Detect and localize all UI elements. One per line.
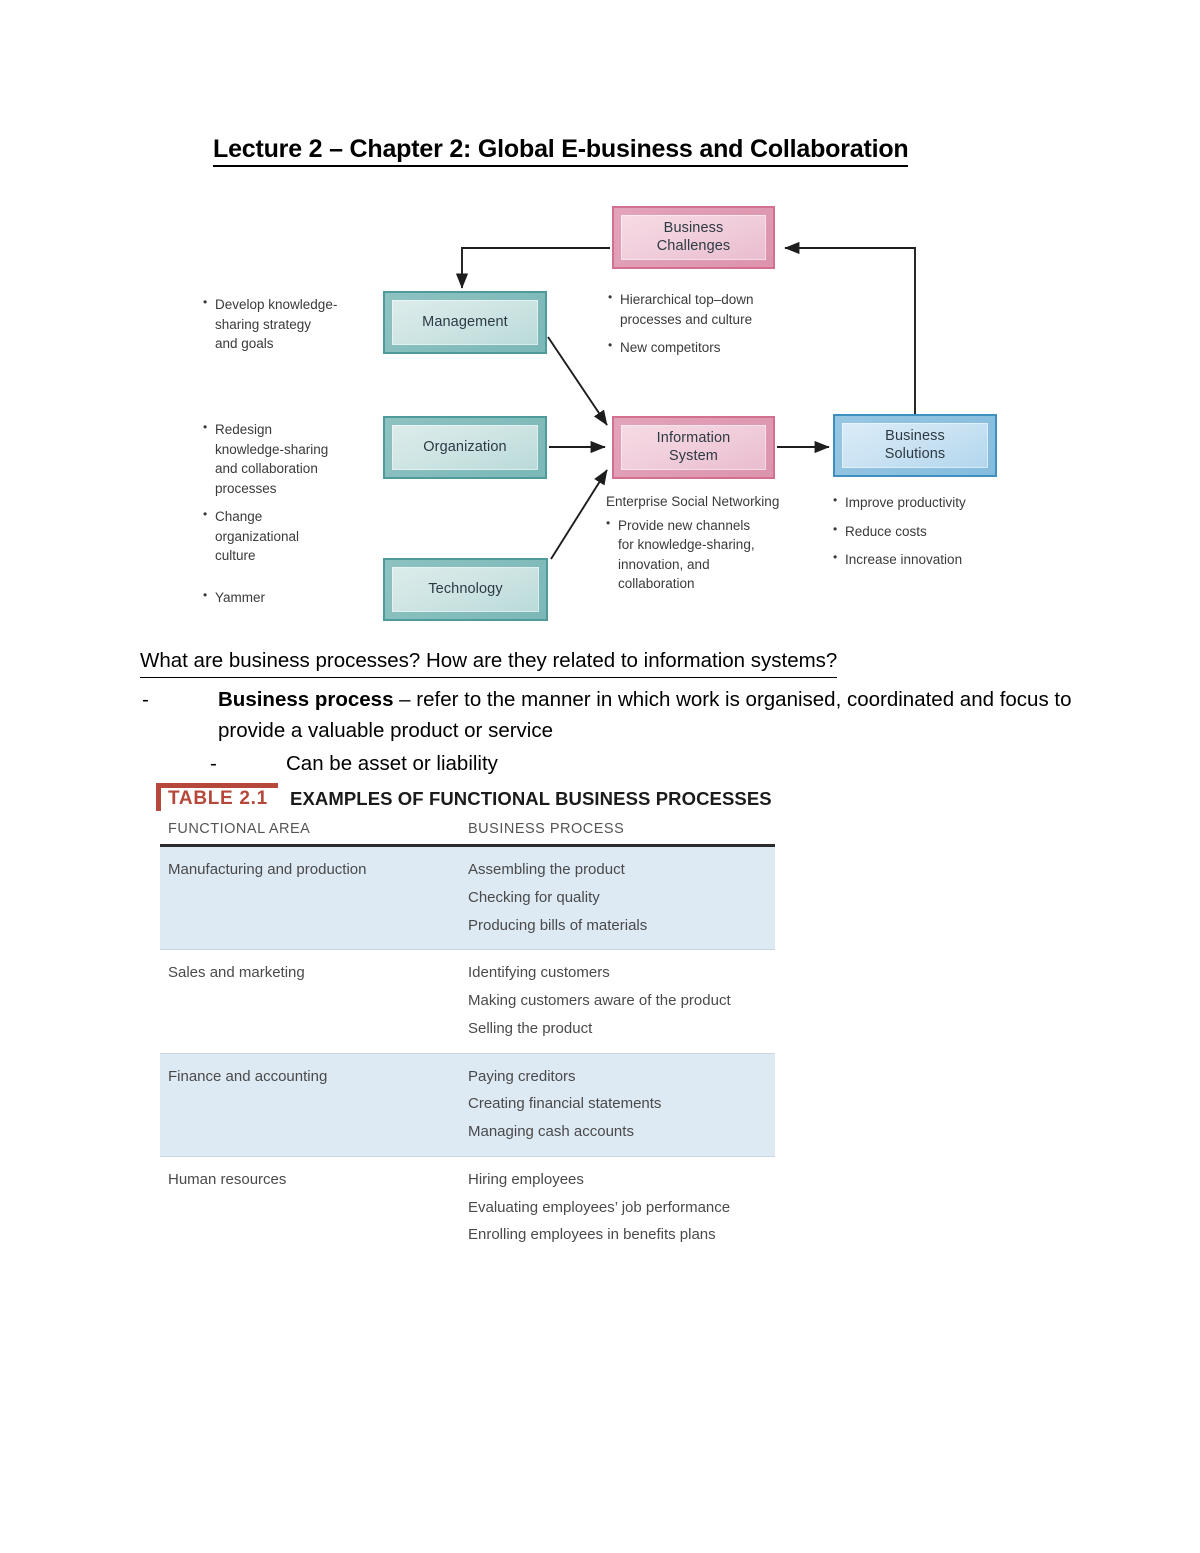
cell-business-process: Assembling the product Checking for qual…: [460, 845, 775, 950]
business-challenges-bullet-list: Hierarchical top–down processes and cult…: [608, 289, 813, 358]
section-question: What are business processes? How are the…: [140, 645, 838, 679]
diagram-box-management: Management: [383, 291, 547, 354]
bullet-dash: -: [210, 752, 217, 776]
process-item: Enrolling employees in benefits plans: [468, 1226, 716, 1244]
box-bevel-inner: [621, 215, 766, 260]
box-bevel-inner: [842, 423, 988, 468]
term-business-process: Business process: [218, 688, 394, 712]
table-caption: TABLE 2.1 EXAMPLES OF FUNCTIONAL BUSINES…: [156, 783, 775, 815]
table-figure-2-1: TABLE 2.1 EXAMPLES OF FUNCTIONAL BUSINES…: [156, 783, 775, 1259]
management-bullet-list: Develop knowledge- sharing strategy and …: [203, 294, 378, 354]
cell-business-process: Paying creditors Creating financial stat…: [460, 1052, 775, 1157]
business-solutions-bullet-list: Improve productivity Reduce costs Increa…: [833, 492, 1018, 570]
cell-business-process: Hiring employees Evaluating employees’ j…: [460, 1155, 775, 1259]
bullet-item: Develop knowledge- sharing strategy and …: [203, 294, 378, 354]
page-title: Lecture 2 – Chapter 2: Global E-business…: [213, 135, 909, 167]
bullet-asset-or-liability: - Can be asset or liability: [140, 748, 1100, 779]
box-bevel-inner: [392, 567, 539, 612]
bullet-item: Reduce costs: [833, 521, 1018, 542]
enterprise-social-networking-heading: Enterprise Social Networking: [606, 494, 780, 509]
diagram-box-label: Business Challenges: [656, 219, 731, 254]
process-item: Identifying customers: [468, 964, 610, 982]
column-header-functional-area: FUNCTIONAL AREA: [160, 819, 460, 847]
diagram-box-label: Information System: [656, 429, 731, 464]
cell-functional-area: Finance and accounting: [160, 1052, 460, 1157]
process-item: Paying creditors: [468, 1067, 576, 1085]
process-item: Assembling the product: [468, 861, 625, 878]
bullet-item: Hierarchical top–down processes and cult…: [608, 289, 813, 329]
diagram-box-business-solutions: Business Solutions: [833, 414, 997, 477]
functional-business-processes-table: FUNCTIONAL AREA BUSINESS PROCESS Manufac…: [160, 819, 775, 1259]
table-row: Human resources Hiring employees Evaluat…: [160, 1155, 775, 1259]
process-item: Evaluating employees’ job performance: [468, 1198, 731, 1216]
process-item: Selling the product: [468, 1019, 593, 1037]
cell-functional-area: Human resources: [160, 1155, 460, 1259]
bullet-business-process: - Business process – refer to the manner …: [140, 684, 1100, 746]
table-row: Sales and marketing Identifying customer…: [160, 949, 775, 1053]
cell-business-process: Identifying customers Making customers a…: [460, 949, 775, 1053]
process-item: Making customers aware of the product: [468, 992, 731, 1009]
process-item: Producing bills of materials: [468, 916, 648, 934]
box-bevel-inner: [392, 425, 538, 470]
box-bevel-inner: [621, 425, 766, 470]
diagram-box-label: Business Solutions: [884, 427, 946, 462]
definition-business-process: – refer to the manner in which work is o…: [218, 688, 1072, 743]
table-title: EXAMPLES OF FUNCTIONAL BUSINESS PROCESSE…: [290, 788, 772, 809]
bullet-item: Yammer: [203, 587, 383, 608]
diagram-box-label: Organization: [423, 438, 507, 455]
bullet-item: Change organizational culture: [203, 506, 383, 566]
prose-section: What are business processes? How are the…: [140, 645, 1100, 780]
table-number: TABLE 2.1: [168, 788, 268, 809]
process-item: Creating financial statements: [468, 1095, 662, 1113]
table-corner-bracket: [156, 783, 278, 811]
diagram-connectors: [455, 241, 916, 560]
subpoint-text: Can be asset or liability: [286, 752, 498, 776]
diagram-box-label: Management: [422, 313, 508, 330]
bullet-item: Redesign knowledge-sharing and collabora…: [203, 419, 383, 498]
cell-functional-area: Sales and marketing: [160, 949, 460, 1053]
bullet-item: New competitors: [608, 337, 813, 358]
process-item: Hiring employees: [468, 1170, 584, 1188]
process-item: Managing cash accounts: [468, 1123, 634, 1140]
column-header-business-process: BUSINESS PROCESS: [460, 819, 775, 847]
diagram-box-technology: Technology: [383, 558, 548, 621]
bullet-item: Improve productivity: [833, 492, 1018, 513]
diagram-box-label: Technology: [428, 580, 503, 597]
cell-functional-area: Manufacturing and production: [160, 845, 460, 950]
table-row: Manufacturing and production Assembling …: [160, 845, 775, 950]
box-bevel-inner: [392, 300, 538, 345]
diagram-box-information-system: Information System: [612, 416, 775, 479]
diagram-box-business-challenges: Business Challenges: [612, 206, 775, 269]
table-header-row: FUNCTIONAL AREA BUSINESS PROCESS: [160, 819, 775, 847]
table-row: Finance and accounting Paying creditors …: [160, 1052, 775, 1157]
bullet-dash: -: [142, 688, 149, 712]
section-question-line: What are business processes? How are the…: [140, 645, 1100, 679]
organization-bullet-list: Redesign knowledge-sharing and collabora…: [203, 419, 383, 608]
bullet-item: Increase innovation: [833, 549, 1018, 570]
bullet-item: Provide new channels for knowledge-shari…: [606, 515, 806, 594]
diagram-box-organization: Organization: [383, 416, 547, 479]
business-challenges-diagram: Business Challenges Management Organizat…: [0, 185, 1200, 635]
information-system-bullet-list: Enterprise Social Networking Provide new…: [606, 492, 806, 594]
process-item: Checking for quality: [468, 888, 600, 906]
